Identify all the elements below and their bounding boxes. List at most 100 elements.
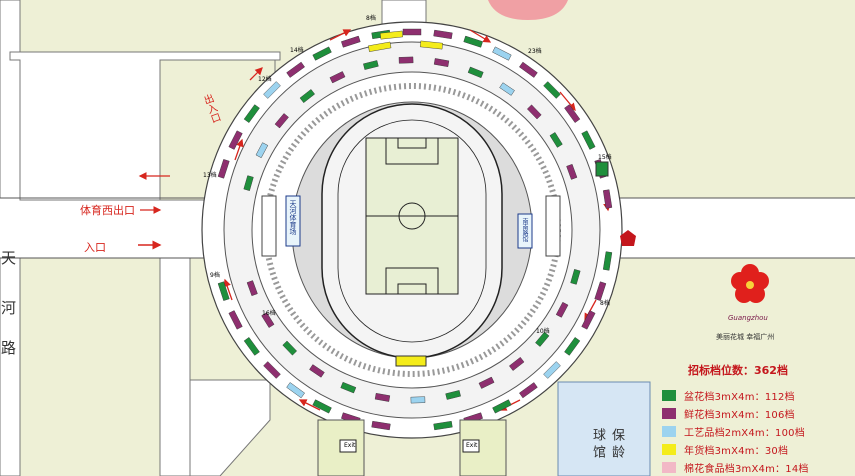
booth-block bbox=[543, 81, 561, 99]
booth-block bbox=[519, 61, 538, 78]
booth-block bbox=[286, 382, 305, 399]
booth-block bbox=[467, 66, 484, 79]
gate-code-10: 8档 bbox=[600, 300, 610, 307]
swatch-craft bbox=[662, 425, 676, 437]
legend-label-fresh: 鲜花档3mX4m：106档 bbox=[684, 409, 795, 421]
guangzhou-logo bbox=[731, 264, 769, 303]
south-stand-label: 南南路馆 bbox=[521, 218, 528, 242]
swatch-fresh bbox=[662, 407, 676, 419]
booth-block bbox=[274, 113, 289, 129]
gate-code-8: 16档 bbox=[262, 310, 276, 317]
gate-code-4: 13档 bbox=[203, 172, 217, 179]
legend-item: 工艺品档2mX4m：100档 bbox=[662, 422, 855, 440]
legend: 盆花档3mX4m：112档 鲜花档3mX4m：106档 工艺品档2mX4m：10… bbox=[662, 386, 855, 476]
booth-block bbox=[509, 357, 525, 371]
booth-block bbox=[433, 58, 450, 67]
entrance-label: 入口 bbox=[84, 241, 106, 254]
booth-block bbox=[594, 281, 607, 301]
booth-block bbox=[564, 104, 581, 123]
booth-block bbox=[243, 175, 254, 191]
swatch-newyear bbox=[662, 443, 676, 455]
gate-code-9: 10档 bbox=[536, 328, 550, 335]
booth-block bbox=[243, 104, 260, 123]
legend-label-newyear: 年货档3mX4m：30档 bbox=[684, 445, 789, 457]
gate-code-5: 23档 bbox=[528, 48, 542, 55]
booth-block bbox=[570, 269, 581, 285]
gate-code-2: 14档 bbox=[290, 47, 304, 54]
booth-block bbox=[555, 301, 569, 318]
exit-gate-right: Exit bbox=[466, 442, 478, 449]
booth-block bbox=[217, 159, 230, 179]
swatch-potted bbox=[662, 389, 676, 401]
booth-block bbox=[549, 132, 563, 148]
legend-item: 年货档3mX4m：30档 bbox=[662, 440, 855, 458]
booth-block bbox=[398, 56, 414, 64]
booth-block bbox=[581, 310, 596, 330]
booth-block bbox=[371, 420, 391, 431]
police-marker bbox=[620, 230, 636, 246]
booth-block bbox=[228, 310, 243, 330]
booth-block bbox=[492, 46, 512, 61]
booth-block bbox=[402, 28, 422, 36]
booth-block bbox=[433, 29, 453, 40]
booth-block bbox=[363, 60, 379, 70]
legend-item: 棉花食品档3mX4m：14档 bbox=[662, 458, 855, 476]
side-char-1: 天 bbox=[0, 250, 17, 265]
booth-block bbox=[299, 89, 315, 103]
booth-block bbox=[243, 337, 260, 356]
side-char-3: 路 bbox=[0, 340, 17, 355]
tianhe-stadium-label: 天河体育场 bbox=[289, 200, 297, 235]
legend-label-potted: 盆花档3mX4m：112档 bbox=[684, 391, 795, 403]
booth-block bbox=[419, 40, 443, 50]
booth-block bbox=[340, 381, 357, 394]
booth-block bbox=[543, 361, 561, 379]
booth-block bbox=[217, 281, 230, 301]
bowling-label: 保龄球馆 bbox=[590, 428, 624, 462]
booth-block bbox=[581, 130, 596, 150]
booth-block bbox=[263, 81, 281, 99]
booth-block bbox=[602, 251, 613, 271]
total-booths: 招标档位数：362档 bbox=[688, 364, 788, 377]
booth-block bbox=[433, 420, 453, 431]
booth-block bbox=[566, 163, 578, 180]
track-lane bbox=[337, 119, 487, 343]
booth-block bbox=[341, 35, 361, 48]
booth-block bbox=[463, 35, 483, 48]
gate-code-1: 8档 bbox=[366, 15, 376, 22]
gate-code-7: 9档 bbox=[210, 272, 220, 279]
booth-block bbox=[499, 82, 515, 96]
booth-block bbox=[286, 61, 305, 78]
booth-block bbox=[246, 280, 258, 297]
swatch-food bbox=[662, 461, 676, 473]
gate-code-6: 15档 bbox=[598, 154, 612, 161]
booth-block bbox=[309, 364, 325, 378]
booth-block bbox=[380, 30, 403, 40]
booth-block bbox=[445, 390, 461, 400]
exit-gate-left: Exit bbox=[344, 442, 356, 449]
booth-block bbox=[492, 399, 512, 414]
booth-blocks bbox=[217, 28, 613, 431]
bowling-building bbox=[557, 381, 651, 476]
side-char-2: 河 bbox=[0, 300, 17, 315]
booth-block bbox=[312, 46, 332, 61]
booth-block bbox=[329, 71, 346, 84]
booth-block bbox=[228, 130, 243, 150]
booth-block bbox=[263, 361, 281, 379]
booth-block bbox=[526, 104, 542, 120]
booth-block bbox=[478, 376, 495, 389]
booth-block bbox=[535, 331, 550, 347]
booth-block bbox=[312, 399, 332, 414]
west-exit-label: 体育西出口 bbox=[80, 204, 135, 217]
legend-label-food: 棉花食品档3mX4m：14档 bbox=[684, 463, 809, 475]
logo-text: Guangzhou bbox=[728, 314, 768, 322]
booth-block bbox=[261, 312, 275, 328]
booth-block bbox=[368, 41, 392, 52]
legend-item: 盆花档3mX4m：112档 bbox=[662, 386, 855, 404]
pink-area bbox=[488, 0, 568, 20]
booth-block bbox=[374, 393, 391, 402]
booth-block bbox=[282, 340, 298, 356]
booth-block bbox=[519, 382, 538, 399]
legend-item: 鲜花档3mX4m：106档 bbox=[662, 404, 855, 422]
booth-block bbox=[564, 337, 581, 356]
